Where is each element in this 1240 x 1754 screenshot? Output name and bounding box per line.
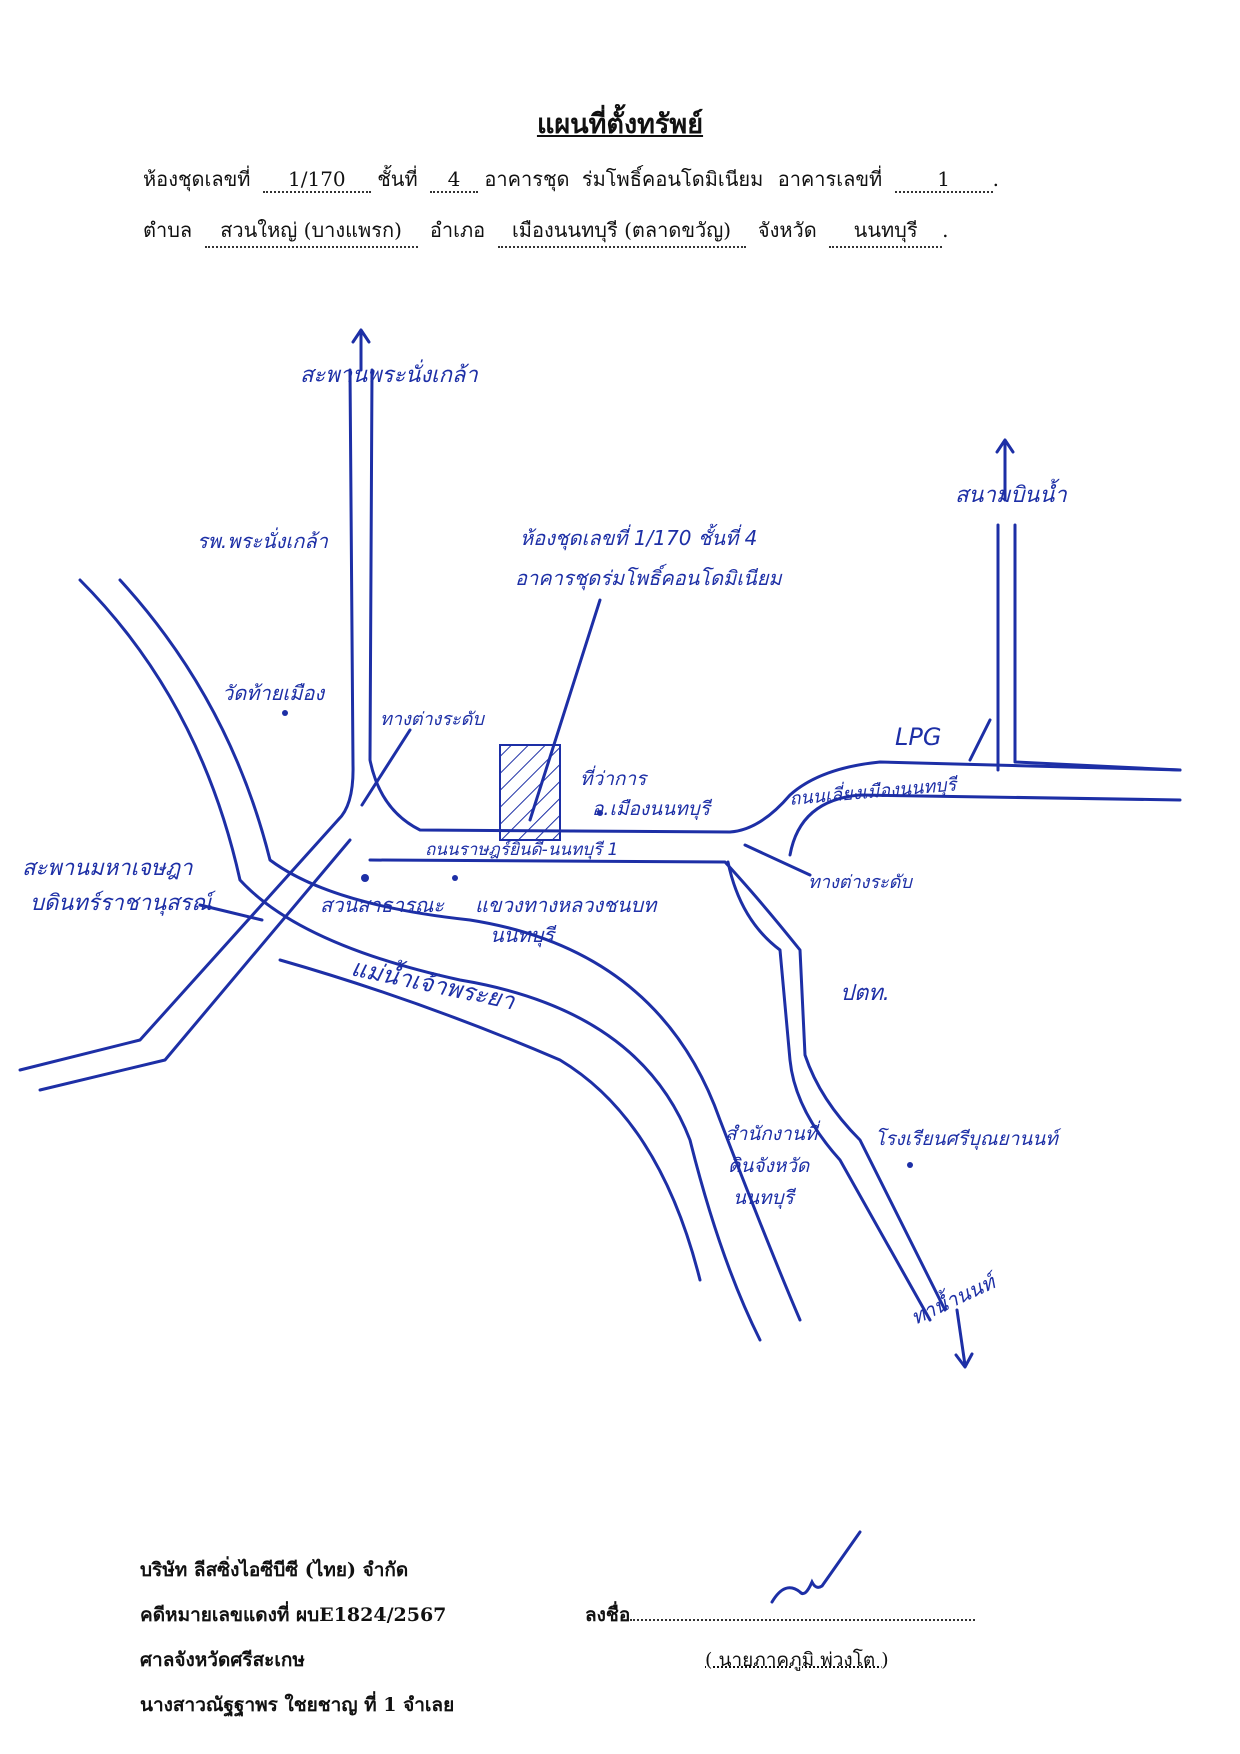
line2-end: . xyxy=(942,218,949,242)
label-land-office-2: ดินจังหวัด xyxy=(728,1155,811,1177)
label-entrance-right: ทางต่างระดับ xyxy=(808,872,913,893)
footer-case-no: คดีหมายเลขแดงที่ ผบE1824/2567 xyxy=(140,1604,447,1626)
label-bypass-road: ถนนเลี่ยงเมืองนนทบุรี xyxy=(788,771,960,810)
airport-road-right xyxy=(1013,523,1182,772)
header-line-location: ตำบล สวนใหญ่ (บางแพรก) อำเภอ เมืองนนทบุร… xyxy=(143,214,949,248)
line1-end: . xyxy=(992,167,999,191)
label-property-note-2: อาคารชุดร่มโพธิ์คอนโดมิเนียม xyxy=(515,563,783,591)
temple-dot xyxy=(282,710,288,716)
signer-name: ( นายภาคภูมิ พ่วงโต ) xyxy=(705,1649,889,1671)
floor-label: ชั้นที่ xyxy=(377,167,418,191)
building-name-value: ร่มโพธิ์คอนโดมิเนียม xyxy=(581,167,764,191)
footer-court: ศาลจังหวัดศรีสะเกษ xyxy=(140,1649,305,1671)
label-land-office-3: นนทบุรี xyxy=(733,1187,797,1209)
road-north xyxy=(18,368,355,1072)
page-title: แผนที่ตั้งทรัพย์ xyxy=(536,109,704,140)
label-lpg: LPG xyxy=(895,723,941,751)
province-value: นนทบุรี xyxy=(829,214,943,248)
unit-label: ห้องชุดเลขที่ xyxy=(143,167,251,191)
bypass-road-lower xyxy=(788,793,1182,857)
property-block xyxy=(499,744,561,841)
label-bridge-left-2: บดินทร์ราชานุสรณ์ xyxy=(30,890,217,916)
building-no-value: 1 xyxy=(894,167,993,193)
label-bridge-north: สะพานพระนั่งเกล้า xyxy=(300,359,478,388)
river-mid xyxy=(278,958,702,1282)
road-north-right-edge xyxy=(368,368,1182,834)
arrow-entrance-left xyxy=(360,728,412,807)
signature-line xyxy=(630,1619,976,1621)
label-land-office-1: สำนักงานที่ xyxy=(725,1120,821,1145)
river-south-bank xyxy=(118,578,802,1322)
building-name-label: อาคารชุด xyxy=(484,167,570,191)
label-park-2: แขวงทางหลวงชนบท xyxy=(475,893,658,917)
label-airport: สนามบินน้ำ xyxy=(955,478,1067,508)
arrow-north xyxy=(351,328,371,372)
label-tambon-office-2: อ.เมืองนนทบุรี xyxy=(592,798,713,820)
arrow-bridge-left xyxy=(198,903,264,922)
label-bridge-left-1: สะพานมหาเจษฎา xyxy=(22,856,193,881)
sign-label: ลงชื่อ xyxy=(585,1604,631,1626)
footer-defendant: นางสาวณัฐฐาพร ใชยชาญ ที่ 1 จำเลย xyxy=(140,1694,455,1716)
footer-company: บริษัท ลีสซิ่งไอซีบีซี (ไทย) จำกัด xyxy=(140,1559,409,1581)
signature-row: ลงชื่อ xyxy=(585,1600,976,1630)
park-dot xyxy=(361,874,369,882)
label-ptt: ปตท. xyxy=(840,981,890,1006)
road-north-lower xyxy=(38,838,352,1092)
district-value: เมืองนนทบุรี (ตลาดขวัญ) xyxy=(497,214,746,248)
building-no-label: อาคารเลขที่ xyxy=(777,167,883,191)
unit-value: 1/170 xyxy=(262,167,371,193)
main-road-lower xyxy=(368,858,947,1312)
river-north-bank xyxy=(78,578,762,1342)
label-temple: วัดท้ายเมือง xyxy=(222,681,325,705)
label-school: โรงเรียนศรีบุณยานนท์ xyxy=(875,1127,1062,1150)
province-label: จังหวัด xyxy=(757,218,817,242)
tambon-dot xyxy=(597,810,603,816)
label-property-note-1: ห้องชุดเลขที่ 1/170 ชั้นที่ 4 xyxy=(520,523,757,551)
arrow-airport xyxy=(995,438,1015,502)
label-park-3: นนทบุรี xyxy=(490,923,557,948)
label-entrance-left: ทางต่างระดับ xyxy=(380,709,485,730)
arrow-entrance-right xyxy=(743,843,812,877)
handwritten-signature xyxy=(770,1530,862,1604)
label-river: แม่น้ำเจ้าพระยา xyxy=(349,950,520,1016)
arrow-lpg xyxy=(968,718,992,762)
park-dot-2 xyxy=(452,875,458,881)
subdistrict-label: ตำบล xyxy=(143,218,193,242)
label-main-road: ถนนราษฎร์ยินดี-นนทบุรี 1 xyxy=(425,840,618,860)
label-tambon-office-1: ที่ว่าการ xyxy=(580,765,649,790)
floor-value: 4 xyxy=(430,167,478,193)
label-hospital: รพ.พระนั่งเกล้า xyxy=(197,527,329,553)
arrow-pier xyxy=(954,1308,974,1369)
district-label: อำเภอ xyxy=(429,218,486,242)
subdistrict-value: สวนใหญ่ (บางแพรก) xyxy=(204,214,418,248)
label-pier: ท่าน้ำนนท์ xyxy=(906,1265,1002,1329)
main-road-right xyxy=(726,860,932,1322)
school-dot xyxy=(907,1162,913,1168)
label-park-1: สวนสาธารณะ xyxy=(320,893,445,917)
header-line-unit: ห้องชุดเลขที่ 1/170 ชั้นที่ 4 อาคารชุด ร… xyxy=(143,163,999,195)
